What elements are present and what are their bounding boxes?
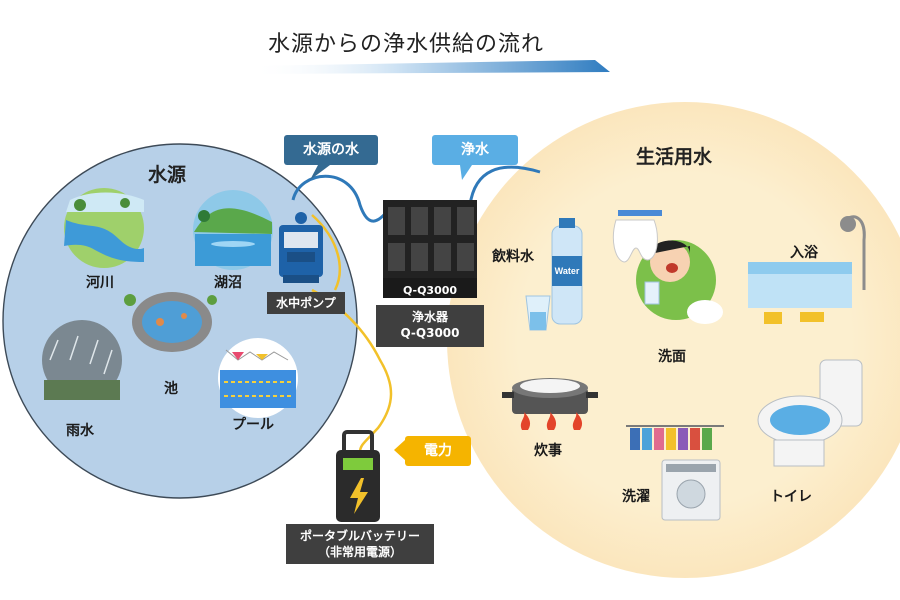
diagram-title: 水源からの浄水供給の流れ (268, 32, 545, 57)
purifier-caption-line2: Q-Q3000 (400, 326, 460, 340)
svg-text:Water: Water (555, 266, 580, 276)
battery-caption-line1: ポータブルバッテリー (299, 529, 420, 543)
source-item-pond: 池 (164, 381, 178, 397)
life-item-face-washing: 洗面 (658, 349, 686, 365)
cooking-pot-icon (502, 378, 598, 430)
purifier-caption-line1: 浄水器 (411, 310, 448, 324)
tag-clean-water-pointer (460, 165, 472, 180)
purifier-model-plate: Q-Q3000 (402, 284, 458, 297)
title-underline (250, 60, 610, 74)
face-washing-icon (636, 240, 723, 324)
tag-clean-water: 浄水 (432, 135, 518, 165)
lake-icon (193, 190, 273, 270)
source-hose (291, 174, 394, 223)
life-item-laundry: 洗濯 (622, 489, 650, 505)
tag-source-water-pointer (310, 165, 330, 180)
tag-power-pointer (394, 440, 405, 460)
battery-caption-line2: （非常用電源） (317, 545, 402, 559)
laundry-icon (626, 425, 724, 521)
source-title: 水源 (148, 164, 187, 186)
source-item-river: 河川 (86, 275, 114, 291)
tag-source-water: 水源の水 (284, 135, 378, 165)
source-item-lake: 湖沼 (214, 275, 242, 291)
life-title: 生活用水 (636, 146, 713, 168)
pool-icon (218, 338, 298, 418)
power-cable-upper (311, 214, 341, 291)
battery-caption: ポータブルバッテリー （非常用電源） (286, 524, 434, 564)
purifier-caption: 浄水器 Q-Q3000 (376, 305, 484, 347)
water-bottle-icon: Water (551, 218, 583, 325)
battery-icon (336, 430, 380, 522)
water-glass-icon (525, 295, 551, 331)
source-item-rain: 雨水 (66, 423, 94, 439)
rain-icon (42, 320, 122, 400)
life-item-toilet: トイレ (770, 489, 812, 505)
toilet-icon (757, 359, 863, 467)
river-icon (64, 188, 144, 268)
pump-icon (279, 212, 323, 283)
tag-power: 電力 (405, 436, 471, 466)
tooth-icon (612, 210, 662, 263)
pond-icon (124, 292, 217, 352)
life-item-cooking: 炊事 (534, 443, 562, 459)
purifier-icon (383, 200, 477, 298)
life-item-drinking: 飲料水 (492, 249, 534, 265)
clean-hose (468, 165, 541, 206)
life-item-bath: 入浴 (790, 245, 818, 261)
pump-label: 水中ポンプ (267, 292, 345, 314)
bath-icon (748, 215, 866, 324)
source-item-pool: プール (232, 417, 274, 433)
